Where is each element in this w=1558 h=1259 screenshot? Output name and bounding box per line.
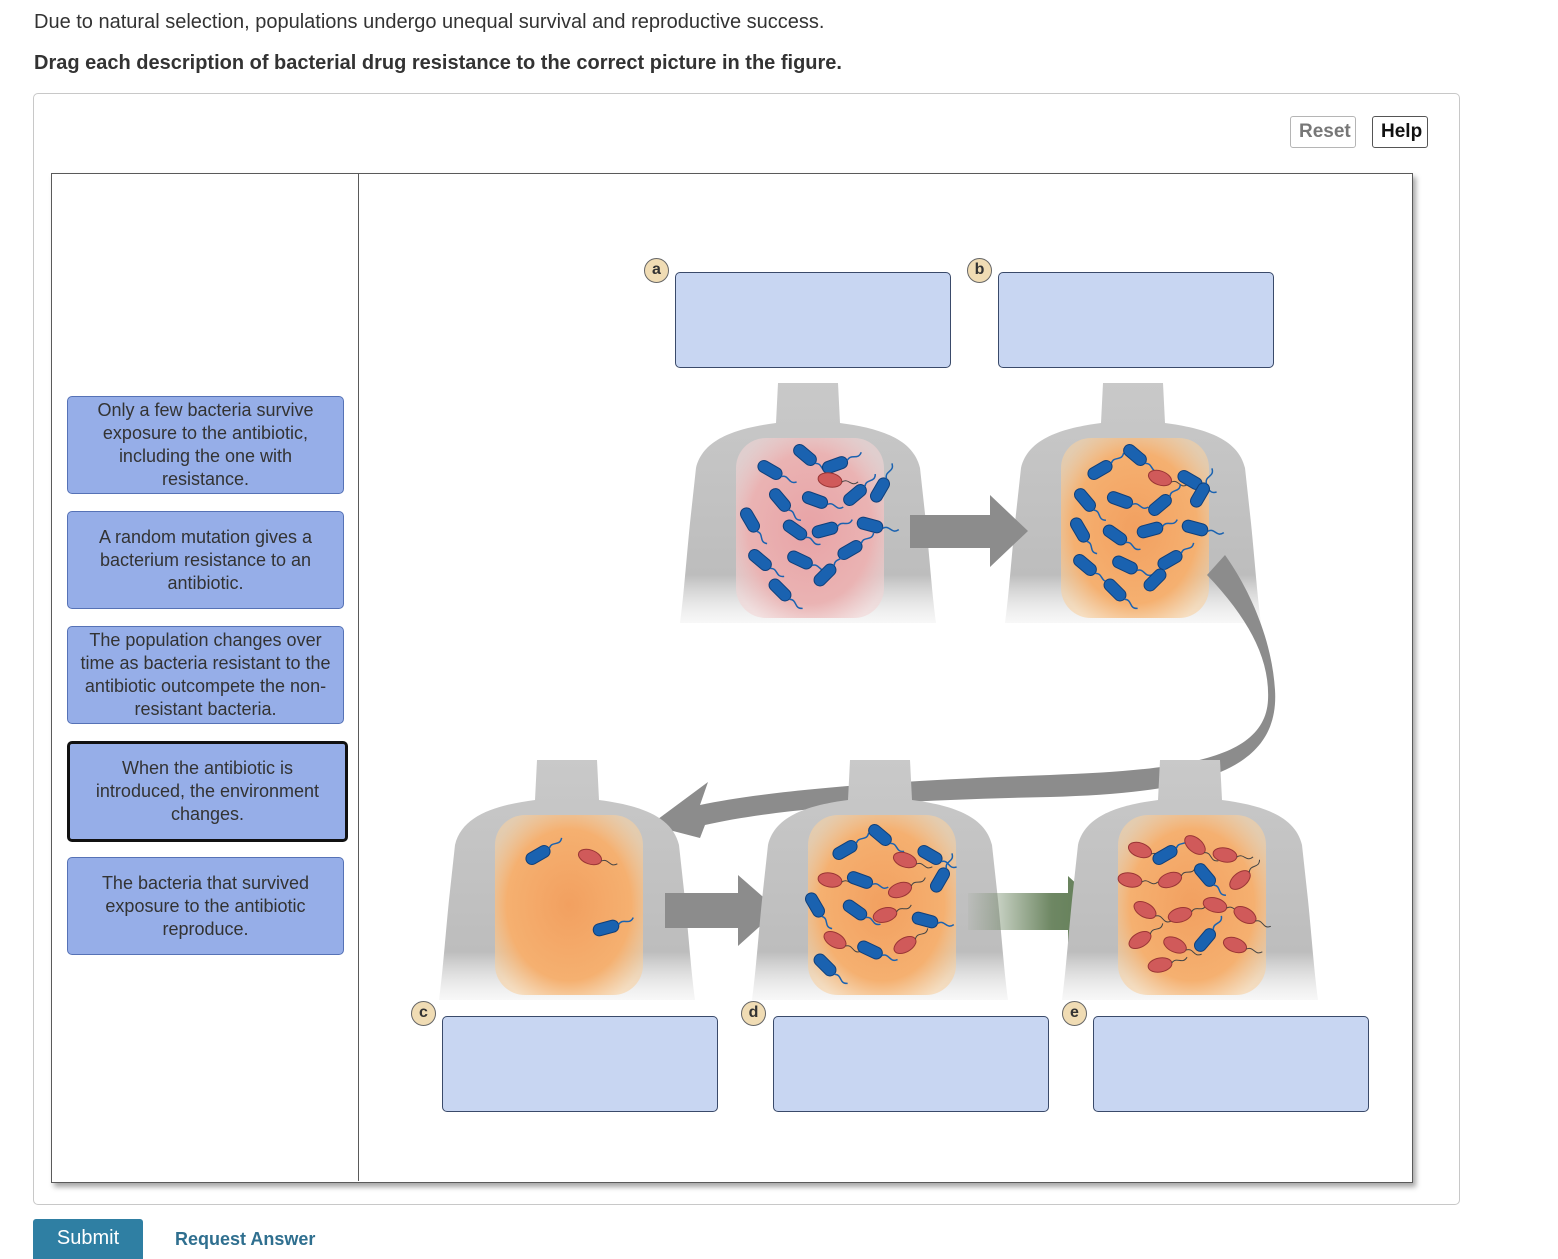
drop-zone-d[interactable] — [773, 1016, 1049, 1112]
question-intro: Due to natural selection, populations un… — [34, 11, 825, 33]
label-card-text: The population changes over time as bact… — [80, 630, 331, 719]
label-card-text: When the antibiotic is introduced, the e… — [95, 758, 320, 824]
target-badge-a: a — [644, 258, 669, 283]
drop-zone-a[interactable] — [675, 272, 951, 368]
label-bank-divider — [358, 173, 359, 1181]
help-button[interactable]: Help — [1372, 116, 1428, 148]
submit-button[interactable]: Submit — [33, 1219, 143, 1259]
request-answer-link[interactable]: Request Answer — [175, 1229, 316, 1249]
label-card-antibiotic-introduced[interactable]: When the antibiotic is introduced, the e… — [67, 741, 348, 842]
drop-zone-c[interactable] — [442, 1016, 718, 1112]
drop-zone-b[interactable] — [998, 272, 1274, 368]
target-badge-b: b — [967, 258, 992, 283]
reset-button[interactable]: Reset — [1290, 116, 1356, 148]
label-card-text: A random mutation gives a bacterium resi… — [98, 526, 313, 593]
drop-zone-e[interactable] — [1093, 1016, 1369, 1112]
target-badge-d: d — [741, 1001, 766, 1026]
label-card-population-changes[interactable]: The population changes over time as bact… — [67, 626, 344, 724]
label-card-reproduce[interactable]: The bacteria that survived exposure to t… — [67, 857, 344, 955]
label-card-mutation[interactable]: A random mutation gives a bacterium resi… — [67, 511, 344, 609]
label-card-survive[interactable]: Only a few bacteria survive exposure to … — [67, 396, 344, 494]
label-card-text: Only a few bacteria survive exposure to … — [97, 400, 314, 489]
target-badge-c: c — [411, 1001, 436, 1026]
label-card-text: The bacteria that survived exposure to t… — [101, 872, 310, 939]
question-instruction: Drag each description of bacterial drug … — [34, 52, 842, 74]
target-badge-e: e — [1062, 1001, 1087, 1026]
